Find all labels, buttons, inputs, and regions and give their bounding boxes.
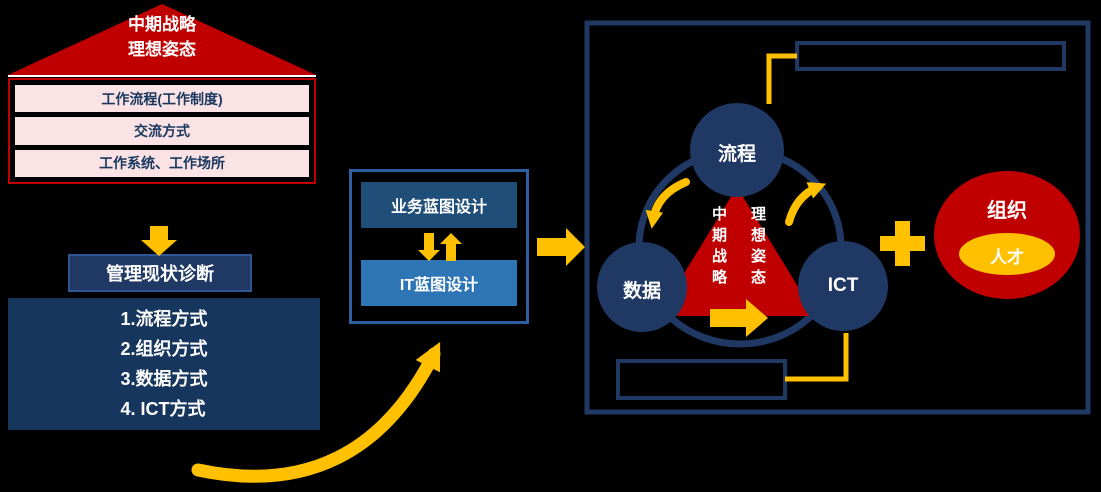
connector-top — [766, 53, 797, 104]
circle-ict — [798, 241, 888, 331]
process-label: 流程 — [717, 144, 756, 165]
diagnosis-list: 1.流程方式 2.组织方式 3.数据方式 4. ICT方式 — [8, 298, 320, 430]
house-roof — [8, 4, 316, 75]
roof-line-2: 理想姿态 — [128, 40, 196, 59]
circle-data — [597, 242, 687, 332]
circle-process — [690, 103, 784, 197]
house-row: 工作系统、工作场所 — [15, 149, 309, 177]
down-arrow-small-icon — [418, 233, 440, 261]
roof-line-1: 中期战略 — [128, 15, 196, 34]
data-label: 数据 — [622, 281, 661, 302]
it-blueprint-box: IT蓝图设计 — [361, 260, 517, 306]
cycle-arrow-left-icon — [645, 178, 690, 229]
plus-icon — [880, 221, 925, 266]
cycle-arrow-bottom-icon — [710, 299, 768, 337]
house-row: 交流方式 — [15, 117, 309, 145]
down-arrow-icon — [141, 226, 177, 256]
house-roof-title: 中期战略 理想姿态 — [6, 12, 318, 62]
up-arrow-small-icon — [440, 233, 462, 261]
swoosh-arrow-icon — [191, 341, 441, 483]
core-triangle — [658, 187, 816, 316]
business-blueprint-box: 业务蓝图设计 — [361, 182, 517, 228]
diagnosis-item: 4. ICT方式 — [120, 399, 206, 419]
connector-bottom — [785, 333, 849, 382]
talent-label: 人才 — [990, 248, 1024, 267]
ict-label: ICT — [827, 275, 859, 296]
target-top-box — [795, 41, 1066, 71]
organization-label: 组织 — [987, 200, 1027, 222]
house-row: 工作流程(工作制度) — [15, 85, 309, 113]
diagnosis-item: 3.数据方式 — [120, 369, 208, 389]
talent-ellipse — [959, 233, 1055, 275]
right-arrow-icon — [537, 228, 585, 266]
target-bottom-box — [616, 359, 787, 400]
diagnosis-item: 1.流程方式 — [120, 309, 208, 329]
core-text-right: 理想姿态 — [749, 206, 766, 290]
core-text-left: 中期战略 — [710, 206, 727, 290]
diagnosis-item: 2.组织方式 — [120, 339, 208, 359]
house-body: 工作流程(工作制度) 交流方式 工作系统、工作场所 — [8, 78, 316, 184]
cycle-arrow-right-icon — [785, 182, 827, 226]
